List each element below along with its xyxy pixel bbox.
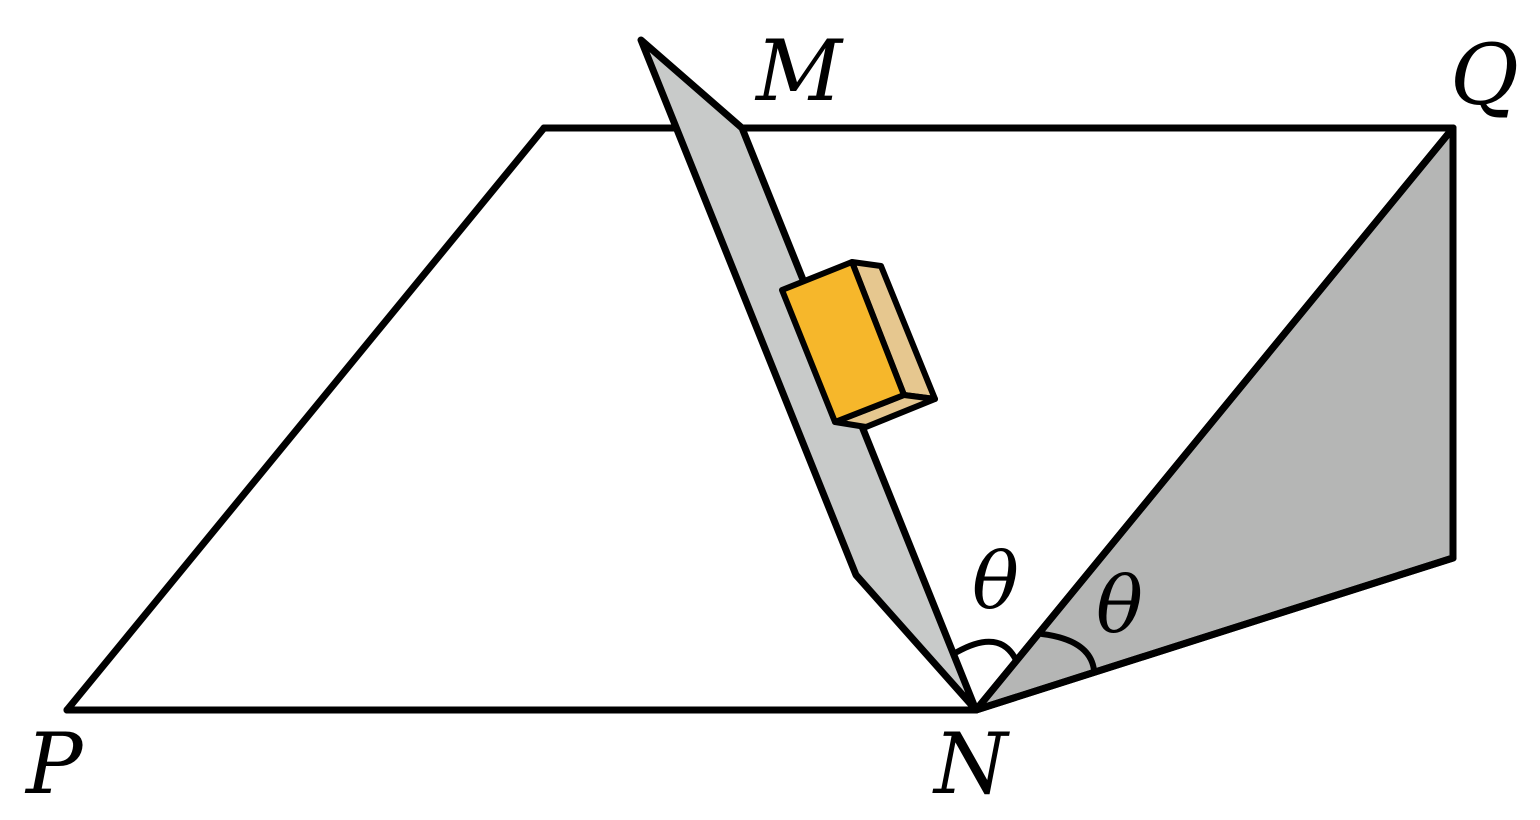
left-slant-edge: [63, 124, 548, 714]
bottom-right-edge: [972, 554, 1457, 714]
label-n: N: [932, 715, 1010, 813]
label-q: Q: [1450, 26, 1519, 124]
inclined-plate-mn: [637, 36, 980, 714]
label-m: M: [754, 22, 844, 120]
angle-arc-left: [954, 638, 1019, 663]
label-p: P: [24, 715, 84, 813]
angle-arc-right: [1039, 631, 1097, 673]
angle-label-left: θ: [972, 537, 1019, 627]
diagonal-nq: [972, 124, 1457, 714]
block-front-face: [779, 259, 907, 425]
angle-label-right: θ: [1096, 561, 1143, 651]
